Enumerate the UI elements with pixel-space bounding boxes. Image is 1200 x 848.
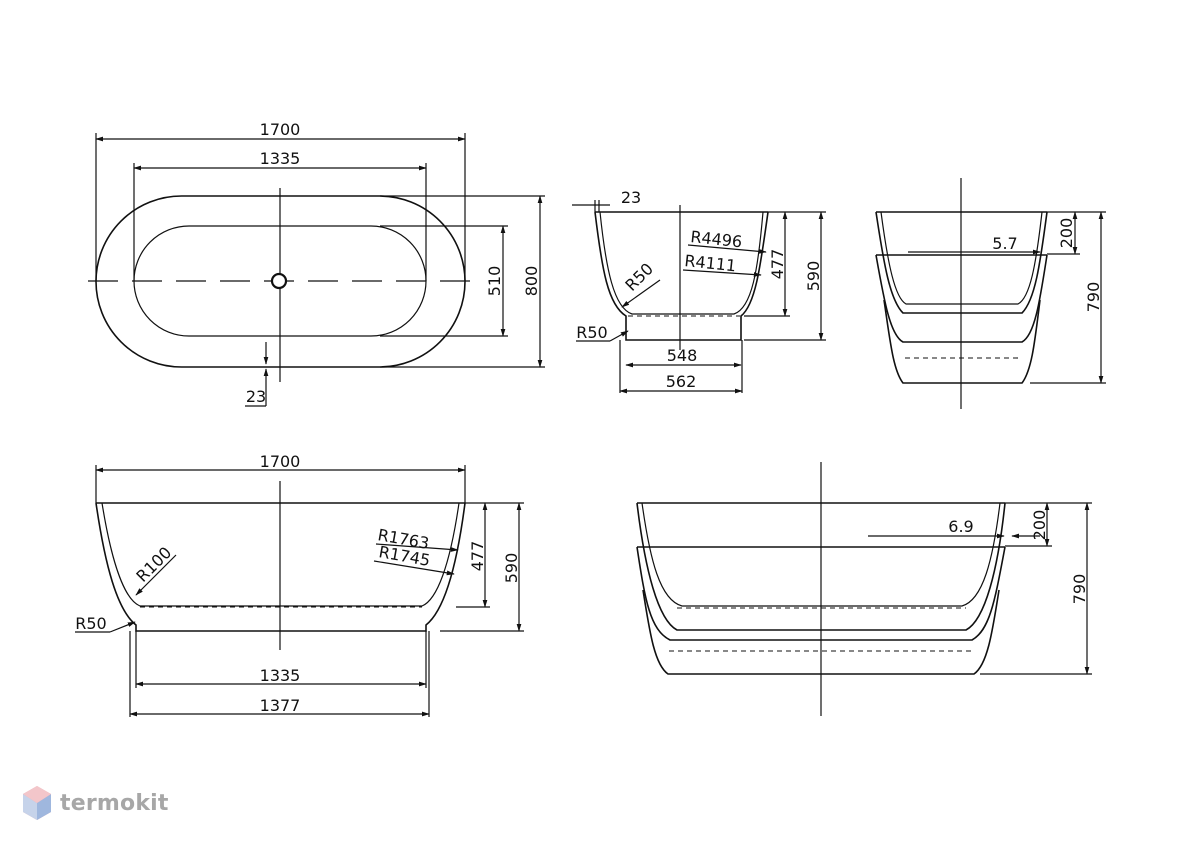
end-outer-profile <box>594 211 769 341</box>
end-stack-dim-step: 200 <box>1057 218 1076 249</box>
side-dim-base-radius: R50 <box>75 614 106 633</box>
side-view: 1700 R100 R1763 R1745 R50 477 590 1335 1… <box>75 452 524 717</box>
side-dim-overall-height: 590 <box>502 553 521 584</box>
drain-icon <box>270 272 288 290</box>
dim-inner-length: 1335 <box>260 149 301 168</box>
end-dim-inner-depth: 477 <box>768 249 787 280</box>
brand: termokit <box>22 783 169 823</box>
side-outer-profile <box>95 502 466 632</box>
side-stack-dim-offset: 6.9 <box>948 517 973 536</box>
side-stack-dim-step: 200 <box>1030 510 1049 541</box>
end-view: 23 R4496 R4111 R50 R50 477 590 548 562 <box>572 188 826 394</box>
brand-name: termokit <box>60 790 169 816</box>
side-stack-view: 6.9 200 790 <box>636 462 1092 716</box>
hexagon-logo-icon <box>23 786 51 820</box>
end-dim-corner-radius: R50 <box>621 259 657 295</box>
dim-overall-width: 800 <box>522 266 541 297</box>
end-dim-base-radius: R50 <box>576 323 607 342</box>
end-dim-rim-thickness: 23 <box>621 188 641 207</box>
end-stack-view: 5.7 200 790 <box>875 178 1106 409</box>
dim-overall-length: 1700 <box>260 120 301 139</box>
side-stack-dim-height: 790 <box>1070 574 1089 605</box>
end-stack-dim-offset: 5.7 <box>992 234 1017 253</box>
dim-inner-width: 510 <box>485 266 504 297</box>
end-dim-outer-radius: R4496 <box>690 227 744 251</box>
side-dim-corner-radius: R100 <box>132 543 175 586</box>
dim-rim-thickness: 23 <box>246 387 266 406</box>
side-dim-overall-length: 1700 <box>260 452 301 471</box>
end-dim-inner-base-width: 548 <box>667 346 698 365</box>
side-dim-inner-base-length: 1335 <box>260 666 301 685</box>
end-dim-overall-height: 590 <box>804 261 823 292</box>
end-dim-inner-radius: R4111 <box>684 251 738 275</box>
top-view: 1700 1335 510 800 23 <box>88 120 545 407</box>
end-stack-dim-height: 790 <box>1084 282 1103 313</box>
side-dim-outer-base-length: 1377 <box>260 696 301 715</box>
end-dim-outer-base-width: 562 <box>666 372 697 391</box>
side-dim-inner-depth: 477 <box>468 541 487 572</box>
